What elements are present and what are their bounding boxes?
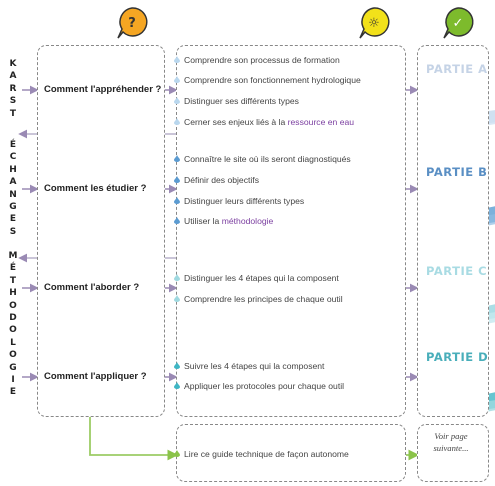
part-d-label[interactable]: PARTIE D: [426, 350, 489, 364]
drop-icon: [174, 176, 180, 183]
drop-icon: [174, 197, 180, 204]
list-item: Cerner ses enjeux liés à la ressource en…: [174, 117, 355, 127]
drop-icon: [174, 155, 180, 162]
drop-icon: [174, 362, 180, 369]
methodologie-link[interactable]: méthodologie: [221, 216, 274, 226]
answers-panel: [176, 45, 406, 417]
drop-icon: [174, 217, 180, 224]
next-page-link[interactable]: Voir page suivante...: [433, 431, 469, 453]
question-row2: Comment les étudier ?: [44, 183, 147, 194]
list-item: Définir des objectifs: [174, 175, 259, 185]
drop-icon: [174, 382, 180, 389]
list-item: Distinguer les 4 étapes qui la composent: [174, 273, 339, 283]
list-item: Comprendre son processus de formation: [174, 55, 340, 65]
ressource-link[interactable]: ressource en eau: [287, 117, 355, 127]
drop-icon: [174, 56, 180, 63]
next-box: [417, 424, 489, 482]
question-row4: Comment l'appliquer ?: [44, 371, 147, 382]
list-item: Comprendre son fonctionnement hydrologiq…: [174, 75, 361, 85]
drop-icon: [174, 76, 180, 83]
action-item: Lire ce guide technique de façon autonom…: [174, 449, 349, 459]
list-item: Suivre les 4 étapes qui la composent: [174, 361, 324, 371]
part-c-label[interactable]: PARTIE C: [426, 264, 488, 278]
action-box: [176, 424, 406, 482]
list-item: Distinguer leurs différents types: [174, 196, 304, 206]
question-row3: Comment l'aborder ?: [44, 282, 140, 293]
question-icon: ?: [128, 16, 136, 31]
part-a-label[interactable]: PARTIE A: [426, 62, 488, 76]
drop-icon: [174, 118, 180, 125]
question-bubble: ?: [114, 5, 150, 46]
drop-icon: [174, 450, 180, 457]
list-item: Distinguer ses différents types: [174, 96, 299, 106]
question-row1: Comment l'appréhender ?: [44, 84, 162, 95]
list-item: Comprendre les principes de chaque outil: [174, 294, 343, 304]
list-item: Utiliser la méthodologie: [174, 216, 274, 226]
drop-icon: [174, 274, 180, 281]
drop-icon: [174, 295, 180, 302]
check-bubble: ✓: [440, 5, 476, 46]
lightbulb-bubble: ☼: [356, 5, 392, 46]
parts-panel: [417, 45, 489, 417]
list-item: Appliquer les protocoles pour chaque out…: [174, 381, 344, 391]
lightbulb-icon: ☼: [368, 16, 380, 31]
drop-icon: [174, 97, 180, 104]
questions-panel: [37, 45, 165, 417]
list-item: Connaître le site où ils seront diagnost…: [174, 154, 351, 164]
part-b-label[interactable]: PARTIE B: [426, 165, 488, 179]
check-icon: ✓: [453, 16, 464, 31]
